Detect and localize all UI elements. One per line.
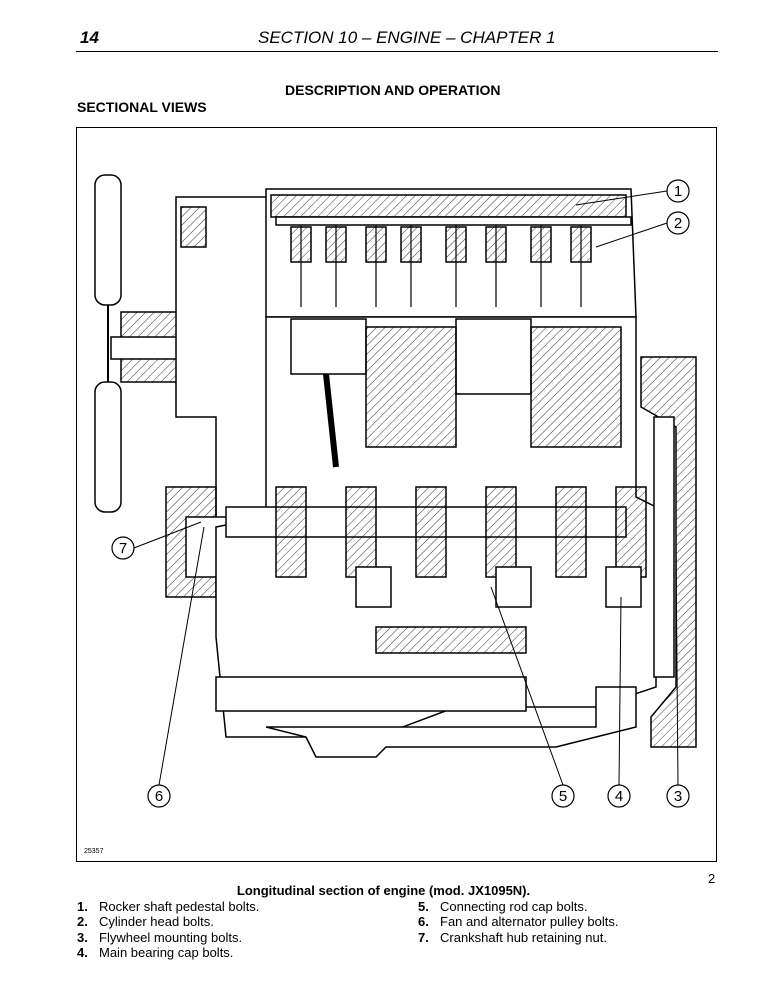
fan-blade-bottom [94, 381, 122, 513]
header-rule [76, 51, 718, 52]
page-number: 14 [80, 28, 99, 47]
legend-text: Cylinder head bolts. [99, 914, 214, 929]
legend-item: 1. Rocker shaft pedestal bolts. [77, 899, 259, 914]
callout-5: 5 [490, 586, 575, 808]
legend-text: Connecting rod cap bolts. [440, 899, 588, 914]
legend-item: 2. Cylinder head bolts. [77, 914, 214, 929]
legend-item: 6. Fan and alternator pulley bolts. [418, 914, 619, 929]
callout-1-label: 1 [674, 183, 682, 200]
piston-1 [290, 318, 367, 375]
legend-text: Crankshaft hub retaining nut. [440, 930, 607, 945]
figure-caption: Longitudinal section of engine (mod. JX1… [236, 883, 531, 898]
callout-4-label: 4 [615, 788, 623, 805]
flywheel-housing [640, 356, 697, 748]
legend-text: Rocker shaft pedestal bolts. [99, 899, 260, 914]
callouts: 1 2 3 4 5 6 7 [111, 179, 690, 808]
callout-6-label: 6 [155, 788, 163, 805]
callout-7-label: 7 [119, 540, 127, 557]
callout-3-label: 3 [674, 788, 682, 805]
callout-2-label: 2 [674, 215, 682, 232]
engine-section-drawing: 1 2 3 4 5 6 7 [94, 174, 697, 808]
callout-4: 4 [607, 596, 631, 808]
legend-item: 5. Connecting rod cap bolts. [418, 899, 587, 914]
legend-number: 3. [77, 930, 88, 945]
figure-id: 25357 [84, 848, 104, 855]
legend-number: 7. [418, 930, 429, 945]
callout-2: 2 [595, 211, 690, 248]
figure-frame [76, 127, 717, 862]
legend-item: 3. Flywheel mounting bolts. [77, 930, 242, 945]
header-title: SECTION 10 – ENGINE – CHAPTER 1 [258, 28, 556, 47]
legend-text: Fan and alternator pulley bolts. [440, 914, 619, 929]
callout-5-label: 5 [559, 788, 567, 805]
legend-text: Main bearing cap bolts. [99, 945, 234, 960]
legend-number: 2. [77, 914, 88, 929]
legend-number: 4. [77, 945, 88, 960]
legend-number: 5. [418, 899, 429, 914]
legend-number: 1. [77, 899, 88, 914]
callout-3: 3 [666, 546, 690, 808]
figure-number: 2 [708, 871, 716, 886]
legend-item: 4. Main bearing cap bolts. [77, 945, 233, 960]
oil-sump [265, 686, 637, 758]
legend-item: 7. Crankshaft hub retaining nut. [418, 930, 607, 945]
callout-1: 1 [575, 179, 690, 206]
fan-blade-top [94, 174, 122, 306]
section-title: DESCRIPTION AND OPERATION [285, 82, 501, 98]
callout-6: 6 [147, 526, 205, 808]
subsection-title: SECTIONAL VIEWS [77, 99, 207, 115]
camshaft [215, 676, 527, 712]
legend-number: 6. [418, 914, 429, 929]
callout-7: 7 [111, 521, 202, 560]
legend-text: Flywheel mounting bolts. [99, 930, 243, 945]
